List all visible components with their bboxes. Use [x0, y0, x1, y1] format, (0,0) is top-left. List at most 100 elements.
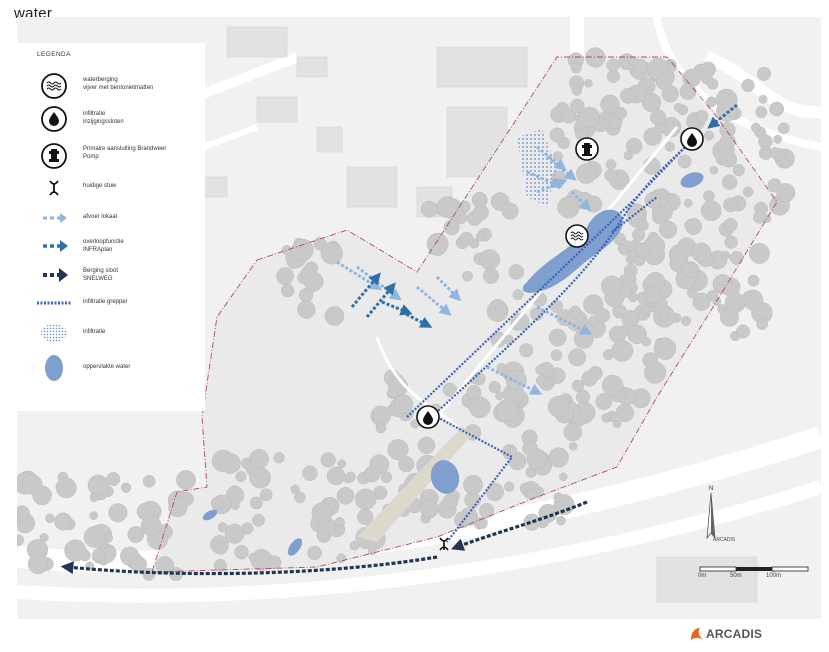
tree-canopy [601, 413, 612, 423]
tree-canopy [571, 379, 585, 392]
tree-canopy [724, 235, 738, 249]
tree-canopy [779, 157, 791, 168]
tree-canopy [703, 190, 715, 202]
tree-canopy [650, 109, 667, 126]
tree-canopy [611, 339, 634, 362]
tree-canopy [756, 318, 769, 331]
legend-label-line: infiltratie greppel [83, 299, 128, 305]
arcadis-wordmark: ARCADIS [706, 627, 763, 641]
north-letter: N [709, 486, 713, 492]
tree-canopy [398, 456, 415, 473]
waves-symbol [565, 224, 589, 248]
tree-canopy [563, 422, 582, 442]
tree-canopy [459, 231, 474, 246]
tree-canopy [290, 484, 300, 494]
tree-canopy [393, 394, 414, 414]
tree-canopy [273, 452, 285, 464]
tree-canopy [550, 299, 564, 313]
tree-canopy [553, 492, 563, 502]
tree-canopy [542, 377, 552, 387]
tree-canopy [659, 220, 678, 239]
tree-canopy [176, 470, 196, 490]
tree-canopy [54, 512, 73, 531]
tree-canopy [252, 513, 265, 527]
tree-canopy [547, 395, 570, 418]
tree-canopy [417, 436, 436, 455]
tree-canopy [485, 482, 504, 502]
tree-canopy [526, 488, 537, 499]
water-drop-icon [41, 106, 67, 132]
tree-canopy [655, 74, 672, 90]
tree-canopy [704, 130, 714, 141]
tree-canopy [307, 545, 322, 561]
tree-canopy [490, 331, 507, 348]
tree-canopy [652, 209, 667, 225]
tree-canopy [27, 553, 49, 575]
sand-path [357, 427, 472, 542]
tree-canopy [22, 474, 43, 495]
weir-icon [49, 180, 59, 196]
dashed-arrow-medium-icon [43, 240, 68, 252]
tree-canopy [614, 107, 627, 120]
tree-canopy [687, 287, 698, 299]
tree-canopy [595, 307, 611, 323]
tree-canopy [287, 257, 299, 269]
tree-canopy [627, 324, 647, 344]
north-brand: ARCADIS [713, 537, 736, 543]
tree-canopy [634, 242, 650, 258]
tree-canopy [548, 328, 567, 347]
tree-canopy [570, 98, 585, 114]
legend-label-line: Primaire aansluiting Brandweer [83, 146, 167, 152]
tree-canopy [130, 556, 147, 573]
tree-canopy [659, 312, 669, 322]
tree-canopy [504, 481, 515, 492]
tree-canopy [578, 106, 601, 129]
tree-canopy [757, 66, 772, 81]
tree-canopy [569, 305, 581, 318]
tree-canopy [526, 448, 548, 470]
tree-canopy [45, 513, 55, 523]
tree-canopy [210, 496, 224, 510]
tree-canopy [570, 62, 582, 74]
tree-canopy [495, 302, 508, 316]
tree-canopy [142, 474, 156, 488]
tree-canopy [64, 539, 87, 562]
tree-canopy [443, 219, 460, 236]
tree-canopy [725, 292, 746, 313]
tree-canopy [479, 502, 495, 518]
tree-canopy [387, 439, 409, 461]
tree-canopy [729, 250, 744, 265]
tree-canopy [674, 103, 683, 112]
tree-canopy [600, 94, 620, 115]
tree-canopy [89, 492, 100, 502]
tree-canopy [603, 115, 613, 124]
overflow-arrows [350, 103, 738, 328]
tree-canopy [488, 381, 501, 394]
tree-canopy [249, 467, 271, 489]
tree-canopy [706, 290, 719, 302]
tree-canopy [648, 231, 659, 243]
waves-icon [41, 73, 67, 99]
tree-canopy [640, 304, 651, 315]
legend-label-line: overloopfunctie [83, 239, 124, 245]
tree-canopy [523, 513, 541, 531]
tree-canopy [638, 220, 649, 231]
tree-canopy [311, 502, 333, 524]
tree-canopy [620, 87, 636, 104]
tree-canopy [495, 391, 504, 401]
tree-canopy [571, 85, 582, 96]
dotted-line-icon [37, 301, 71, 305]
tree-canopy [535, 364, 546, 376]
scale-label: 100m [766, 573, 782, 579]
tree-canopy [337, 459, 347, 469]
tree-canopy [568, 348, 586, 367]
tree-canopy [336, 553, 347, 563]
tree-canopy [250, 496, 263, 510]
infiltration-symbol-1 [680, 127, 704, 151]
tree-canopy [716, 100, 738, 122]
tree-canopy [462, 270, 473, 282]
tree-canopy [749, 242, 770, 264]
legend: LEGENDA waterberging vijver met bentonie… [17, 43, 205, 411]
tree-canopy [644, 361, 667, 384]
tree-canopy [108, 503, 128, 523]
